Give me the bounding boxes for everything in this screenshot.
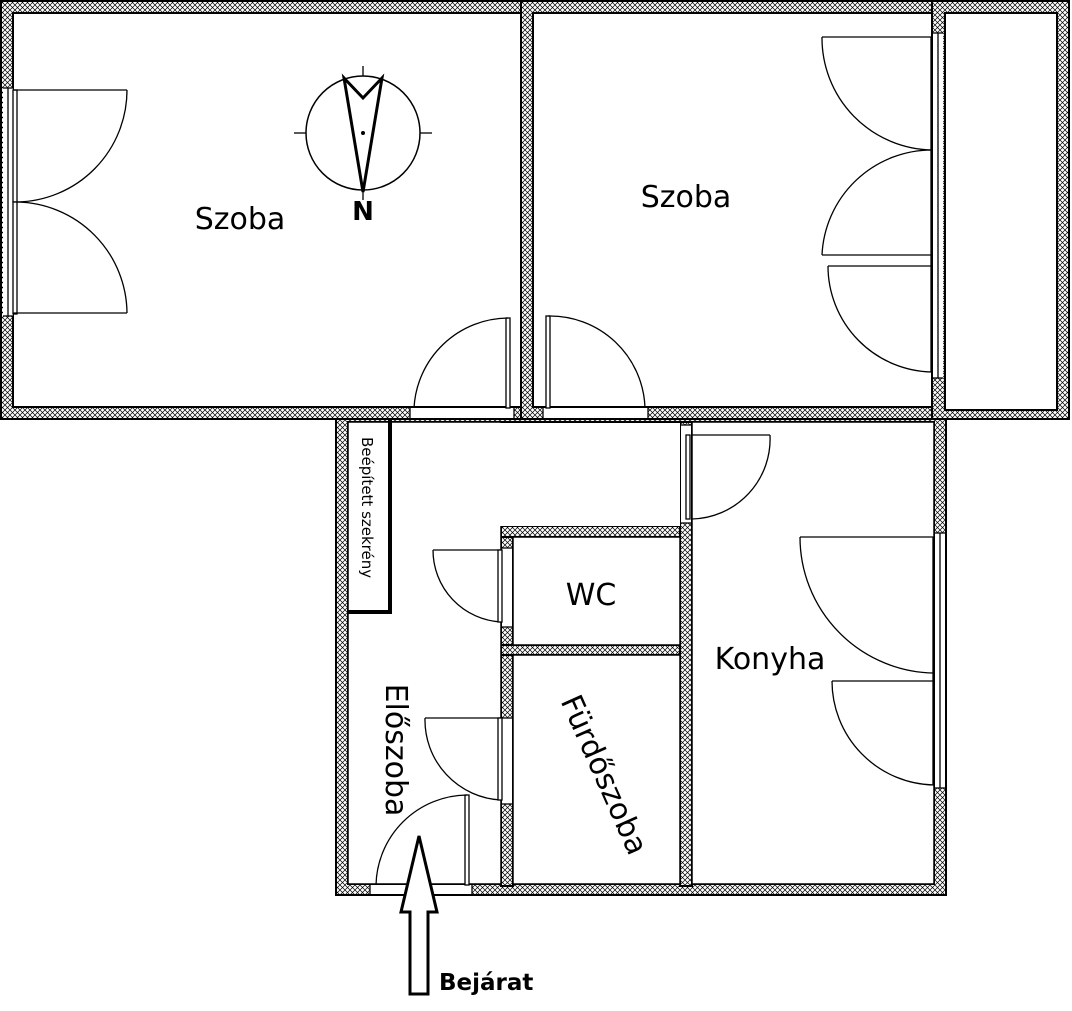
compass-icon: N <box>294 66 432 227</box>
room-label-left: Szoba <box>195 202 286 237</box>
compass-north-label: N <box>352 197 374 227</box>
door-right-room-south <box>545 315 646 409</box>
door-bathroom <box>424 717 503 801</box>
wall-wc-bath-divider <box>500 644 692 656</box>
door-kitchen-west <box>685 434 771 520</box>
wall-wc-top <box>500 525 692 538</box>
built-in-wardrobe: Beépített szekrény <box>348 420 392 614</box>
door-wc <box>432 549 503 623</box>
entrance-arrow-icon: Bejárat <box>399 835 533 996</box>
room-label-wc: WC <box>566 578 617 613</box>
room-label-kitchen: Konyha <box>715 642 826 677</box>
door-left-room-west <box>12 89 128 315</box>
door-kitchen-east <box>799 536 935 786</box>
doors <box>12 36 935 886</box>
entrance-label: Bejárat <box>439 970 533 996</box>
room-label-right: Szoba <box>641 180 732 215</box>
room-label-hallway: Előszoba <box>378 684 413 817</box>
door-entrance <box>375 794 470 886</box>
door-right-room-east <box>821 36 933 373</box>
walls <box>0 0 1070 896</box>
wardrobe-label: Beépített szekrény <box>358 437 376 578</box>
door-left-room-south <box>413 317 511 409</box>
